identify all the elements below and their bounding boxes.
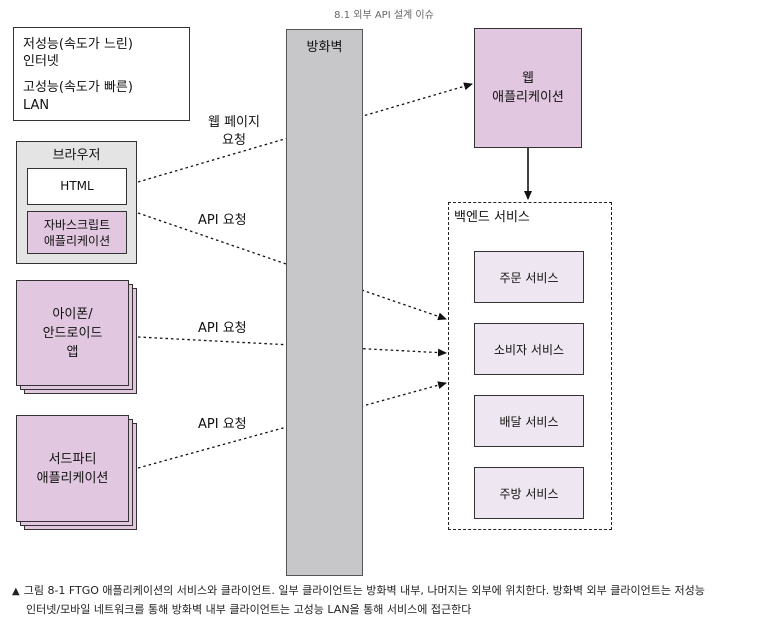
mobile-app-label-line1: 아이폰/ [52,306,93,322]
delivery-service-box: 배달 서비스 [474,395,584,447]
legend-box: 저성능(속도가 느린) 인터넷 고성능(속도가 빠른) LAN [13,27,190,121]
order-service-label: 주문 서비스 [499,270,559,285]
legend-high-perf-label: 고성능(속도가 빠른) [23,80,133,95]
web-application-label-line1: 웹 [522,71,534,86]
consumer-service-box: 소비자 서비스 [474,323,584,375]
web-application-box: 웹 애플리케이션 [474,28,582,148]
consumer-service-label: 소비자 서비스 [493,342,565,357]
backend-services-group: 백엔드 서비스 주문 서비스 소비자 서비스 배달 서비스 주방 서비스 [448,202,612,530]
mobile-app-label-line3: 앱 [66,344,79,360]
legend-internet-label: 인터넷 [23,54,59,69]
third-party-label-line1: 서드파티 [48,451,97,467]
api-request-label-browser: API 요청 [198,213,247,228]
api-request-label-mobile: API 요청 [198,321,247,336]
web-application-label-line2: 애플리케이션 [492,90,564,105]
delivery-service-label: 배달 서비스 [499,414,559,429]
legend-low-perf-label: 저성능(속도가 느린) [23,37,133,52]
mobile-app-box: 아이폰/ 안드로이드 앱 [16,280,129,386]
javascript-app-box: 자바스크립트 애플리케이션 [27,211,127,254]
legend-lan-label: LAN [23,98,50,113]
browser-box: 브라우저 HTML 자바스크립트 애플리케이션 [16,141,137,264]
backend-services-label: 백엔드 서비스 [454,210,530,225]
firewall-label: 방화벽 [306,40,343,55]
web-page-request-label-line1: 웹 페이지 [208,115,260,130]
figure-caption: ▲그림 8-1 FTGO 애플리케이션의 서비스와 클라이언트. 일부 클라이언… [12,582,764,619]
mobile-app-label-line2: 안드로이드 [42,325,103,341]
api-request-edge-browser [137,212,447,321]
api-request-label-third-party: API 요청 [198,417,247,432]
caption-triangle-icon: ▲ [12,586,20,597]
javascript-app-label-line2: 애플리케이션 [43,233,111,248]
page-header-title: 8.1 외부 API 설계 이슈 [334,10,434,21]
browser-label: 브라우저 [52,148,101,163]
firewall: 방화벽 [286,29,363,576]
kitchen-service-box: 주방 서비스 [474,467,584,519]
caption-line1: 그림 8-1 FTGO 애플리케이션의 서비스와 클라이언트. 일부 클라이언트… [23,584,705,597]
html-label: HTML [60,179,94,193]
kitchen-service-label: 주방 서비스 [499,486,559,501]
html-box: HTML [27,168,127,205]
order-service-box: 주문 서비스 [474,251,584,303]
third-party-label-line2: 애플리케이션 [36,470,109,486]
third-party-app-box: 서드파티 애플리케이션 [16,415,129,522]
javascript-app-label-line1: 자바스크립트 [43,217,111,232]
caption-line2: 인터넷/모바일 네트워크를 통해 방화벽 내부 클라이언트는 고성능 LAN을 … [26,603,472,616]
web-page-request-label-line2: 요청 [222,133,246,148]
